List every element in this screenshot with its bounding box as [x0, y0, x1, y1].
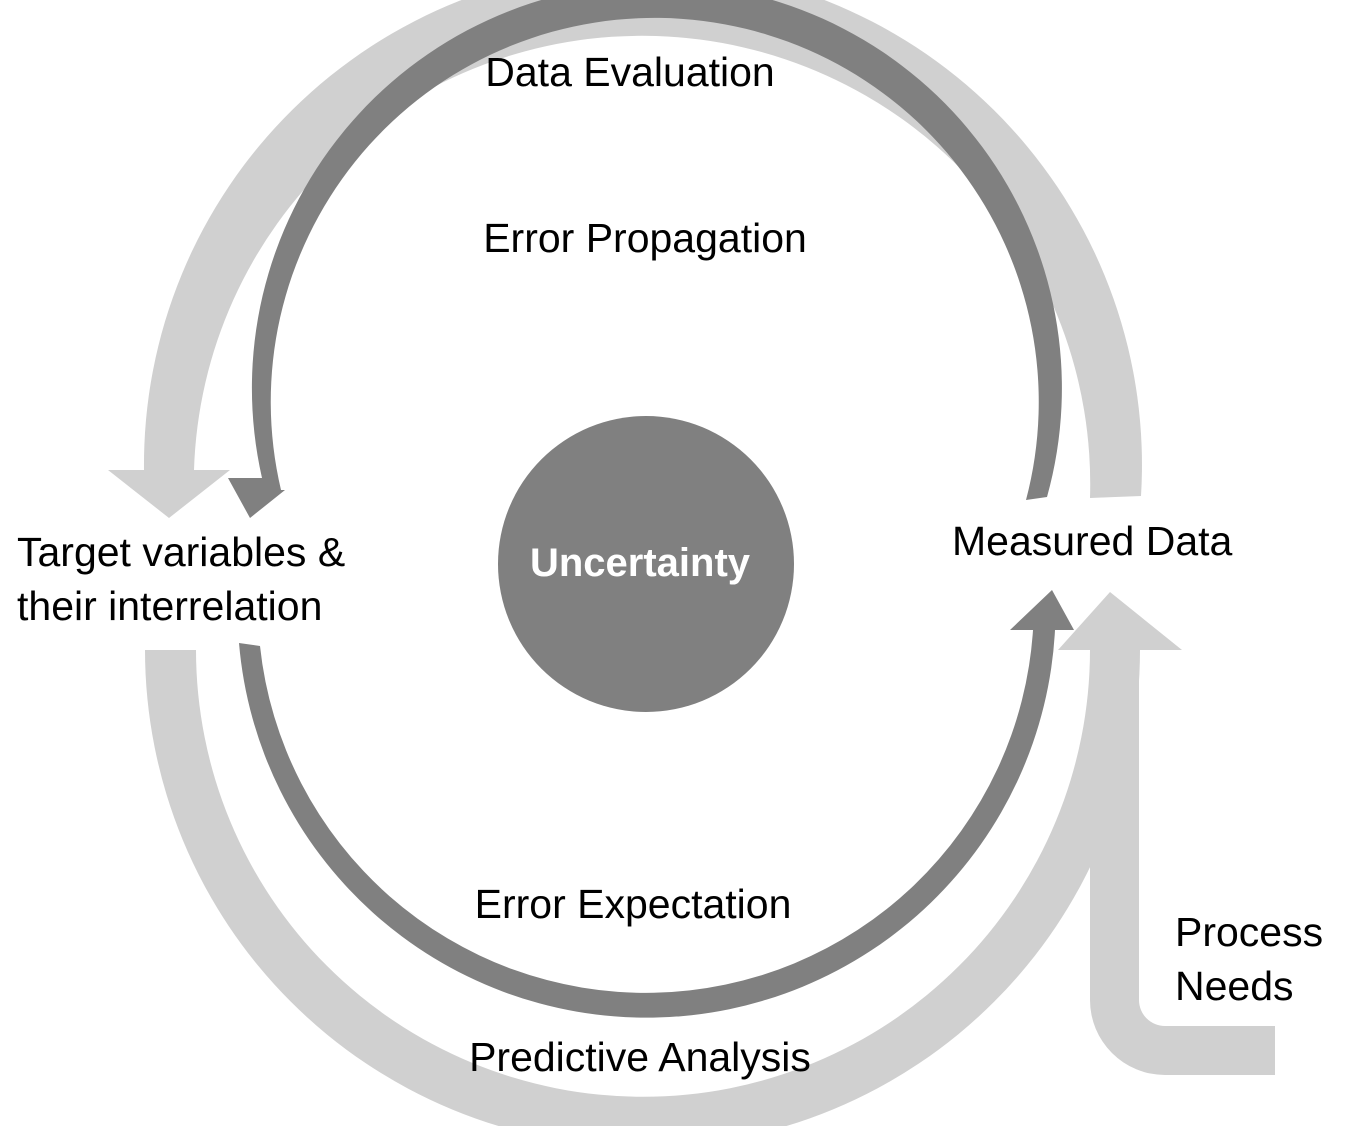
data-evaluation-label: Data Evaluation [485, 49, 774, 95]
error-expectation-label: Error Expectation [475, 881, 792, 927]
predictive-analysis-arrow [145, 592, 1182, 1126]
process-needs-label-line2: Needs [1175, 963, 1294, 1009]
uncertainty-circle [498, 416, 794, 712]
uncertainty-label: Uncertainty [530, 541, 751, 585]
process-needs-arrow [1090, 650, 1275, 1075]
error-propagation-label: Error Propagation [483, 215, 807, 261]
target-variables-label-line1: Target variables & [17, 529, 345, 575]
target-variables-label-line2: their interrelation [17, 583, 322, 629]
measured-data-label: Measured Data [952, 518, 1233, 564]
process-needs-label-line1: Process [1175, 909, 1323, 955]
predictive-analysis-label: Predictive Analysis [469, 1034, 811, 1080]
